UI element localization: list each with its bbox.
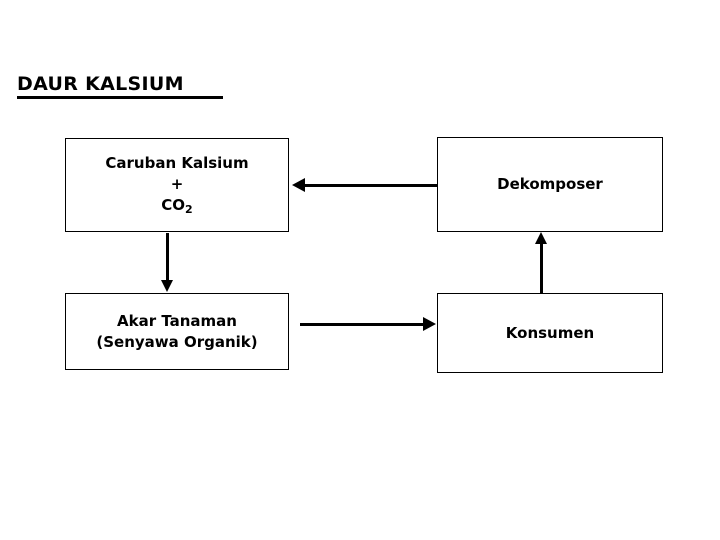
title-underline [17,96,223,99]
node-box-dekomposer[interactable]: Dekomposer [437,137,663,232]
arrow-shaft [540,244,543,294]
node-line-akar-2: (Senyawa Organik) [96,332,258,351]
node-box-akar-tanaman[interactable]: Akar Tanaman (Senyawa Organik) [65,293,289,370]
node-label-caruban-kalsium: Caruban Kalsium + CO2 [105,153,248,217]
arrow-shaft [304,184,437,187]
node-label-konsumen: Konsumen [505,323,595,342]
node-line-caruban-3-text: CO [161,196,186,214]
arrow-down-icon [161,280,173,292]
node-line-caruban-1: Caruban Kalsium [105,154,249,172]
arrow-shaft [300,323,424,326]
node-line-akar-1: Akar Tanaman [117,311,237,330]
node-box-konsumen[interactable]: Konsumen [437,293,663,373]
node-line-caruban-3-subscript: 2 [185,203,193,216]
node-box-caruban-kalsium[interactable]: Caruban Kalsium + CO2 [65,138,289,232]
arrow-shaft [166,233,169,281]
arrow-up-icon [535,232,547,244]
node-label-dekomposer: Dekomposer [497,175,603,193]
node-line-caruban-2: + [170,175,184,193]
arrow-left-icon [292,178,305,192]
page-title: DAUR KALSIUM [17,73,184,95]
node-line-caruban-3: CO2 [105,195,248,217]
node-label-akar-tanaman: Akar Tanaman (Senyawa Organik) [96,311,257,353]
arrow-right-icon [423,317,436,331]
